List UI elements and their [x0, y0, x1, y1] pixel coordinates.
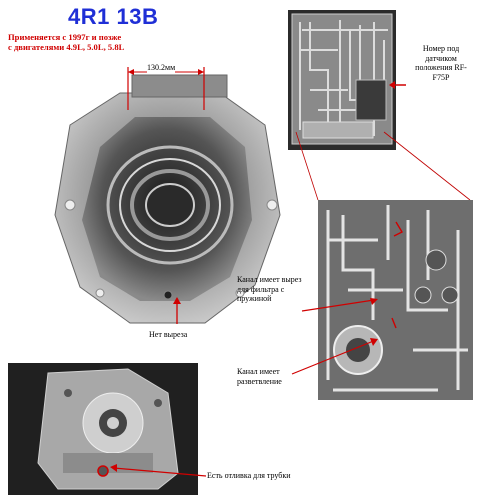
- page-title: 4R1 13B: [68, 4, 159, 29]
- tube-casting-arrow: [108, 462, 208, 482]
- dimension-label: 130.2мм: [147, 63, 176, 73]
- subtitle-line-1: Применяется с 1997г и позже: [8, 32, 122, 42]
- channel-branch-arrow: [290, 336, 380, 378]
- valve-body-photo: [288, 10, 396, 150]
- tube-casting-label: Есть отливка для трубки: [207, 471, 291, 480]
- channel-cutout-label: Канал имеет вырез для фильтра с пружиной: [237, 275, 302, 303]
- subtitle-line-2: с двигателями 4.9L, 5.0L, 5.8L: [8, 42, 125, 52]
- bell-housing-photo: [40, 55, 290, 340]
- channel-cutout-arrow: [300, 296, 380, 316]
- channel-branch-label: Канал имеет разветвление: [237, 367, 282, 386]
- no-cutout-arrow: [170, 296, 184, 326]
- subtitle: Применяется с 1997г и позже с двигателям…: [8, 32, 198, 52]
- sensor-arrow: [388, 78, 408, 92]
- sensor-label: Номер под датчиком положения RF-F75P: [415, 44, 467, 82]
- no-cutout-label: Нет выреза: [149, 330, 188, 339]
- valve-zoom-photo: [318, 200, 473, 400]
